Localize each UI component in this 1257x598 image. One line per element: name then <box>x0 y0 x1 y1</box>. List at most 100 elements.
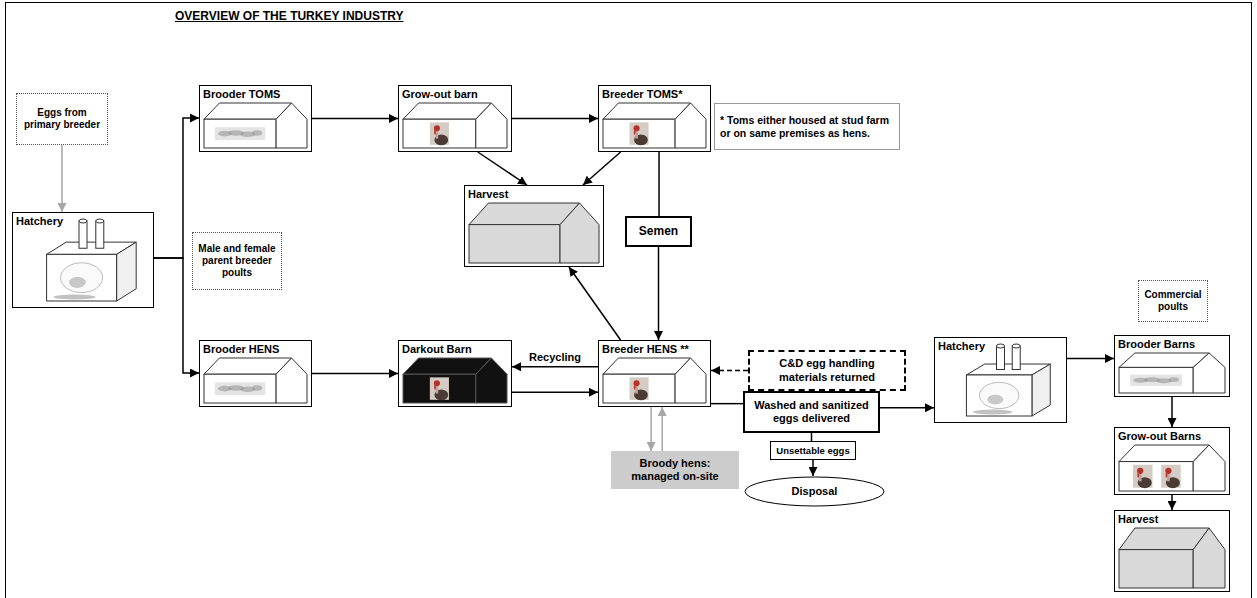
poult-blur <box>1169 377 1179 382</box>
box-title: Darkout Barn <box>402 343 508 356</box>
turkey-snood <box>434 385 436 390</box>
barn-gable <box>560 203 599 263</box>
barn-box: Brooder TOMS <box>199 85 312 152</box>
barn-gable <box>476 358 507 403</box>
connector-arrow <box>711 370 748 372</box>
icon-group <box>403 358 507 403</box>
connector-arrow <box>312 118 398 120</box>
return-box: C&D egg handling materials returned <box>748 350 906 391</box>
icon-group <box>403 103 507 148</box>
box-title: Brooder TOMS <box>203 88 308 101</box>
connector-arrow <box>811 433 813 441</box>
box-title: Brooder HENS <box>203 343 308 356</box>
icon-group <box>966 344 1050 416</box>
barn-box: Brooder HENS <box>199 340 312 407</box>
barn-gable <box>675 103 706 148</box>
box-text: Washed and sanitized eggs delivered <box>749 399 874 425</box>
barn-box: Breeder HENS ** <box>598 340 711 407</box>
grey-box: Broody hens: managed on-site <box>611 451 739 489</box>
barn-front <box>403 374 476 403</box>
box-text: Semen <box>639 224 678 238</box>
barn-front <box>1119 462 1193 491</box>
edge-label: Recycling <box>527 351 583 364</box>
barn-box: Breeder TOMS* <box>598 85 711 152</box>
barn-front <box>1119 550 1193 588</box>
egg <box>61 263 103 293</box>
connector-arrow <box>880 407 934 409</box>
connector-arrow <box>583 152 621 185</box>
harvest-box: Harvest <box>1114 510 1230 592</box>
photo-frame <box>1133 465 1153 488</box>
connector-arrow <box>512 118 598 120</box>
photo-frame <box>215 382 265 395</box>
barn-box: Darkout Barn <box>398 340 512 407</box>
chimney-top <box>96 219 104 223</box>
hatchery-box: Hatchery <box>12 212 154 308</box>
barn-box: Grow-out barn <box>398 85 512 152</box>
barn-front <box>1119 367 1193 393</box>
barn-front <box>403 119 476 148</box>
turkey-snood <box>634 385 636 390</box>
page-frame <box>6 3 1252 598</box>
connector-arrow <box>1171 397 1173 427</box>
connector-arrow <box>812 460 814 476</box>
connector-arrow <box>658 247 660 340</box>
connector-arrow <box>312 373 398 375</box>
egg-chick <box>69 277 86 288</box>
connector-arrow <box>711 403 743 405</box>
connector-arrow <box>650 407 652 451</box>
box-text: Eggs from primary breeder <box>21 107 103 131</box>
icon-group <box>1119 528 1225 588</box>
delivery-box: Washed and sanitized eggs delivered <box>743 391 880 433</box>
disposal-ellipse: Disposal <box>744 476 885 507</box>
box-text: C&D egg handling materials returned <box>762 357 892 383</box>
footnote-box: * Toms either housed at stud farm or on … <box>714 103 900 150</box>
box-text: * Toms either housed at stud farm or on … <box>720 114 894 139</box>
box-title: Grow-out Barns <box>1118 430 1226 443</box>
building-icon <box>13 213 153 307</box>
hatchery-side <box>1032 364 1050 416</box>
icon-group <box>603 103 706 148</box>
barn-box: Brooder Barns <box>1114 335 1230 397</box>
barn-front <box>603 374 675 403</box>
chimney-top <box>79 219 87 223</box>
box-text: Disposal <box>792 485 838 498</box>
box-title: Brooder Barns <box>1118 338 1226 351</box>
photo-frame <box>630 122 649 144</box>
box-title: Breeder TOMS* <box>602 88 707 101</box>
hatchery-side <box>117 242 137 301</box>
connector-arrow <box>478 152 527 185</box>
egg <box>980 382 1019 408</box>
photo-frame <box>1161 465 1181 488</box>
barn-gable <box>1193 528 1225 588</box>
barn-gable <box>1193 445 1225 491</box>
semen-box: Semen <box>625 216 692 247</box>
harvest-box: Harvest <box>464 185 604 267</box>
egg-shadow <box>973 410 1012 415</box>
hatchery-front <box>47 254 117 301</box>
chimney <box>96 221 104 248</box>
icon-group <box>469 203 599 263</box>
box-title: Grow-out barn <box>402 88 508 101</box>
icon-group <box>603 358 706 403</box>
chimney-top <box>997 344 1005 348</box>
connector-group <box>62 118 1172 510</box>
connector-arrow <box>1067 358 1114 360</box>
box-text: Broody hens: managed on-site <box>619 457 731 483</box>
chimney <box>79 221 87 248</box>
box-title: Harvest <box>468 188 600 201</box>
egg-chick <box>987 395 1003 405</box>
barn-gable <box>276 358 307 403</box>
photo-frame <box>1130 375 1182 386</box>
box-title: Hatchery <box>16 215 150 228</box>
hatchery-front <box>966 375 1031 416</box>
egg-shadow <box>54 295 96 300</box>
barn-front <box>603 119 675 148</box>
box-text: Male and female parent breeder poults <box>197 243 277 279</box>
turkey-snood <box>634 130 636 135</box>
connector-arrow <box>569 267 621 340</box>
source-note: Eggs from primary breeder <box>16 93 108 145</box>
poult-blur <box>252 130 262 136</box>
connector-arrow <box>61 145 63 212</box>
barn-gable <box>276 103 307 148</box>
